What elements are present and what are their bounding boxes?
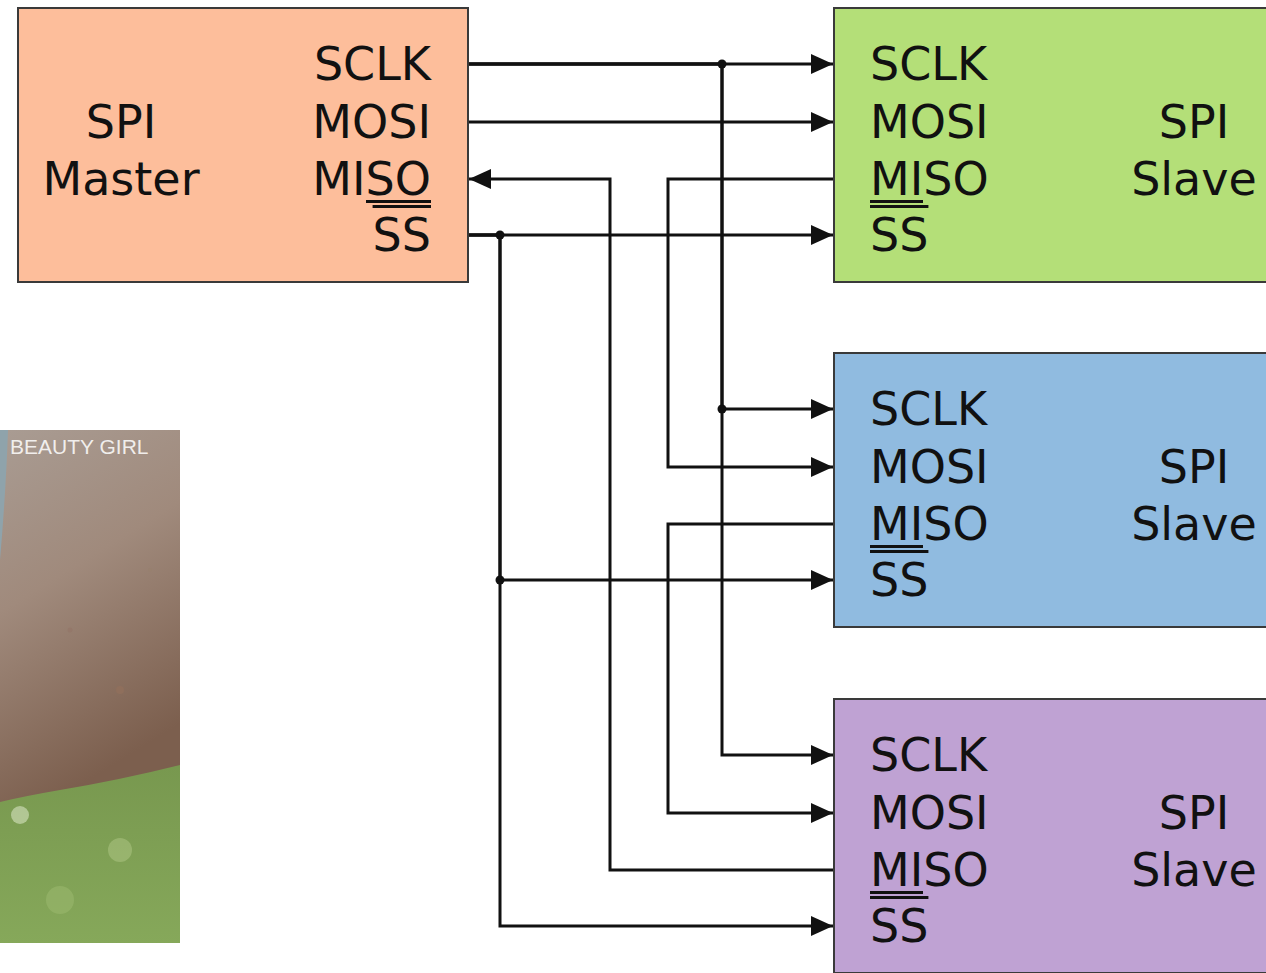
pin-label: SCLK — [870, 727, 987, 784]
signal-wire — [668, 524, 833, 813]
bokeh — [11, 806, 29, 824]
slave-box: SPI Slave SCLKMOSIMISOSS — [833, 7, 1266, 283]
skin-arm — [0, 430, 180, 802]
pin-label: SS — [870, 207, 928, 264]
pin-label: MISO — [312, 151, 431, 208]
active-low-underline — [870, 545, 923, 548]
active-low-underline — [366, 200, 431, 203]
pin-label: SCLK — [870, 36, 987, 93]
slave-box: SPI Slave SCLKMOSIMISOSS — [833, 352, 1266, 628]
pin-label: MISO — [870, 842, 989, 899]
bokeh — [108, 838, 132, 862]
signal-wire — [469, 235, 833, 580]
active-low-underline — [870, 891, 923, 894]
device-title: SPI Slave — [1119, 785, 1266, 899]
grass-background — [0, 430, 180, 943]
device-title: SPI Slave — [1119, 94, 1266, 208]
signal-wire — [469, 235, 833, 926]
slave-box: SPI Slave SCLKMOSIMISOSS — [833, 698, 1266, 973]
pin-label: MOSI — [870, 785, 989, 842]
pin-label: SS — [870, 898, 928, 955]
skin-spot — [68, 628, 73, 633]
signal-wire — [469, 179, 833, 870]
bokeh — [46, 886, 74, 914]
active-low-underline — [870, 200, 923, 203]
pin-label: MISO — [870, 151, 989, 208]
device-title: SPI Slave — [1119, 439, 1266, 553]
signal-wire — [469, 64, 833, 409]
skin-spot — [148, 568, 152, 572]
photo-fragment — [0, 430, 180, 943]
watermark: BEAUTY GIRL — [10, 434, 149, 460]
signal-wire — [469, 64, 833, 755]
signal-wire — [668, 179, 833, 467]
pin-label: MOSI — [312, 94, 431, 151]
device-title: SPI Master — [26, 94, 216, 208]
pin-label: SCLK — [314, 36, 431, 93]
pin-label: MOSI — [870, 439, 989, 496]
pin-label: SS — [373, 207, 431, 264]
signal-wire — [469, 121, 833, 124]
pin-label: SCLK — [870, 381, 987, 438]
skin-spot — [116, 686, 124, 694]
signal-wire — [469, 234, 833, 237]
master-box: SPI Master SCLKMOSIMISOSS — [17, 7, 469, 283]
pin-label: SS — [870, 552, 928, 609]
pin-label: MISO — [870, 496, 989, 553]
pin-label: MOSI — [870, 94, 989, 151]
